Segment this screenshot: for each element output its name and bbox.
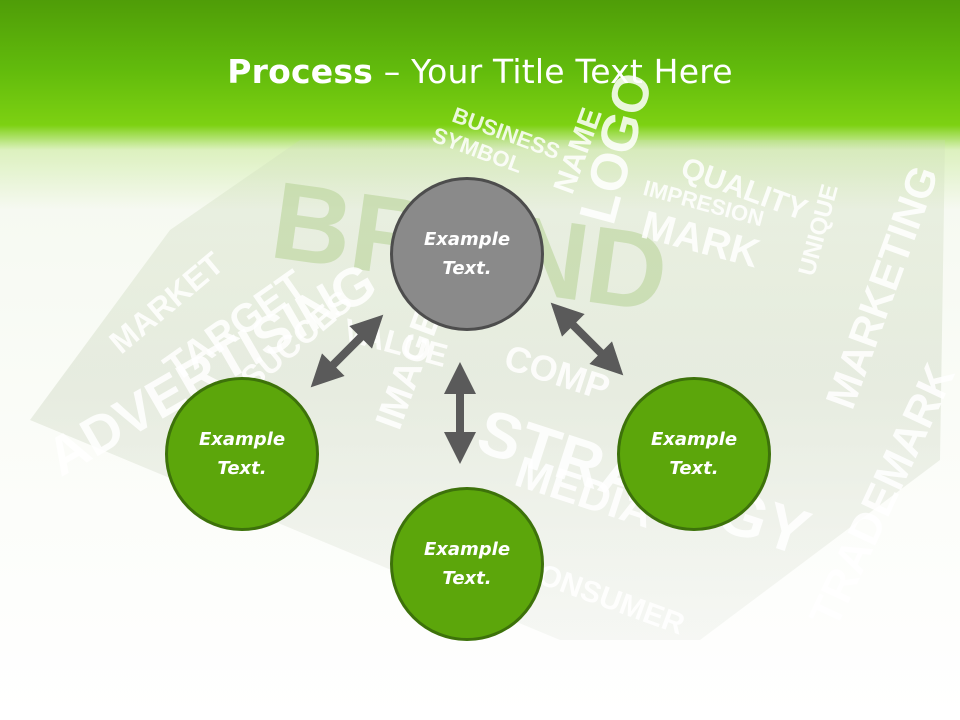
circle-left-line1: Example [198, 429, 286, 450]
circle-left: Example Text. [165, 377, 319, 531]
circle-top-line1: Example [423, 229, 511, 250]
title-rest: – Your Title Text Here [373, 52, 733, 91]
circle-right: Example Text. [617, 377, 771, 531]
circle-top: Example Text. [390, 177, 544, 331]
circle-top-line2: Text. [442, 258, 492, 279]
circle-right-line1: Example [650, 429, 738, 450]
title-bold: Process [227, 52, 374, 91]
slide-title: Process – Your Title Text Here [0, 52, 960, 91]
circle-bottom: Example Text. [390, 487, 544, 641]
circle-right-line2: Text. [669, 458, 719, 479]
arrow-top-left [310, 314, 384, 388]
circle-left-line2: Text. [217, 458, 267, 479]
circle-bottom-line2: Text. [442, 568, 492, 589]
circle-bottom-line1: Example [423, 539, 511, 560]
arrow-top-right [550, 302, 624, 376]
